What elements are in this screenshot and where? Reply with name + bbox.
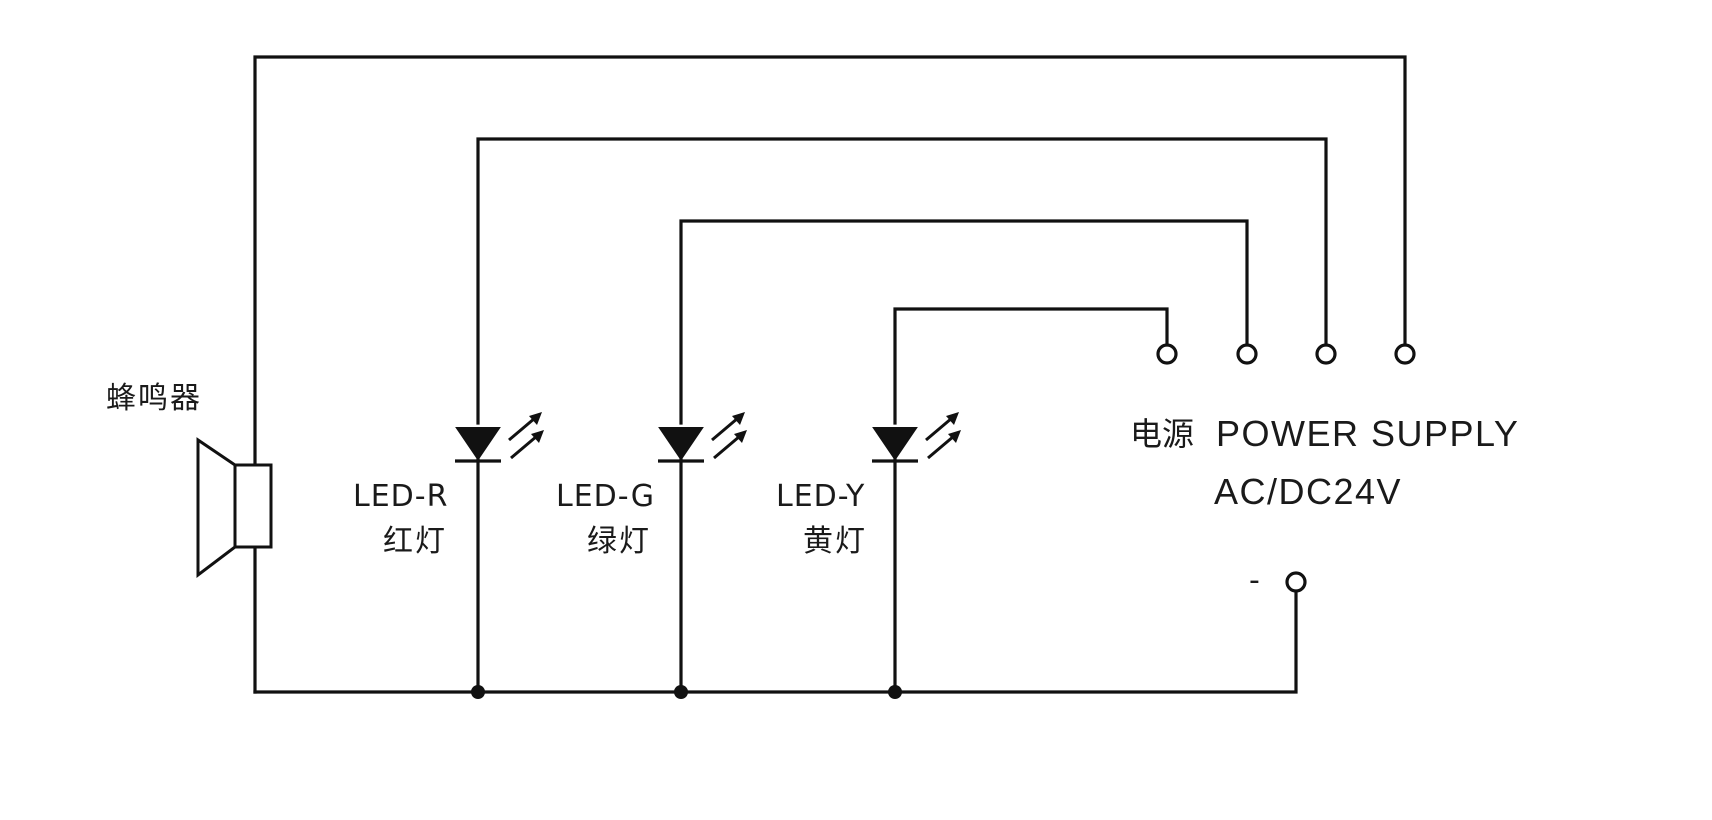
power-supply-voltage-label: AC/DC24V xyxy=(1214,471,1403,512)
buzzer-speaker-icon xyxy=(196,437,273,579)
led-y-diode-icon xyxy=(872,412,961,463)
negative-terminal-label: - xyxy=(1249,563,1260,598)
buzzer-supply-wire xyxy=(253,55,1407,470)
terminal-buzzer xyxy=(1394,343,1416,365)
led-g-code-label: LED-G xyxy=(556,479,655,514)
power-supply-en-label: POWER SUPPLY xyxy=(1216,413,1520,454)
terminal-led-g xyxy=(1236,343,1258,365)
junction-led-y xyxy=(888,685,902,699)
led-g-color-label: 绿灯 xyxy=(587,524,651,559)
junction-led-r xyxy=(471,685,485,699)
led-r-color-label: 红灯 xyxy=(383,524,447,559)
power-supply-cn-label: 电源 xyxy=(1130,415,1195,453)
led-g-diode-icon xyxy=(658,412,747,463)
terminal-led-r xyxy=(1315,343,1337,365)
led-y-code-label: LED-Y xyxy=(776,479,866,514)
led-r-supply-wire xyxy=(476,137,1328,425)
buzzer-label: 蜂鸣器 xyxy=(106,381,202,416)
common-ground-bus xyxy=(253,590,1298,694)
led-y-supply-wire xyxy=(893,307,1169,425)
led-g-supply-wire xyxy=(679,219,1249,425)
terminal-negative xyxy=(1285,571,1307,593)
led-r-diode-icon xyxy=(455,412,544,463)
junction-led-g xyxy=(674,685,688,699)
led-r-code-label: LED-R xyxy=(353,479,449,514)
led-y-color-label: 黄灯 xyxy=(803,524,867,559)
terminal-led-y xyxy=(1156,343,1178,365)
